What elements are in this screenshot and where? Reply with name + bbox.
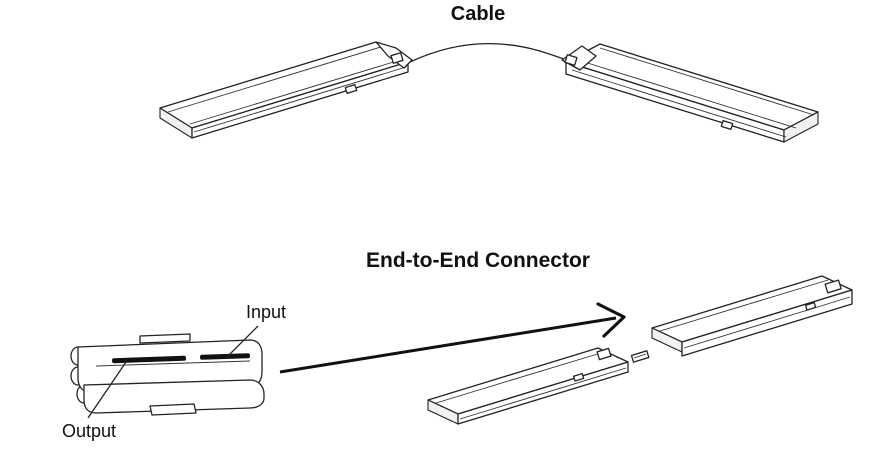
lower-right-light-fixture bbox=[651, 275, 853, 357]
right-light-fixture bbox=[561, 43, 819, 143]
lower-left-light-fixture bbox=[427, 347, 629, 425]
input-label: Input bbox=[246, 302, 287, 322]
end-to-end-connector-title: End-to-End Connector bbox=[366, 249, 590, 272]
connector-closeup bbox=[70, 333, 265, 416]
cable-wire bbox=[409, 42, 573, 63]
output-leader-line bbox=[87, 361, 127, 419]
left-light-fixture bbox=[159, 41, 413, 139]
small-connector-piece bbox=[630, 350, 650, 363]
input-leader-line bbox=[225, 325, 259, 359]
output-label: Output bbox=[62, 421, 117, 441]
direction-arrow bbox=[279, 302, 626, 374]
cable-title: Cable bbox=[450, 3, 506, 25]
